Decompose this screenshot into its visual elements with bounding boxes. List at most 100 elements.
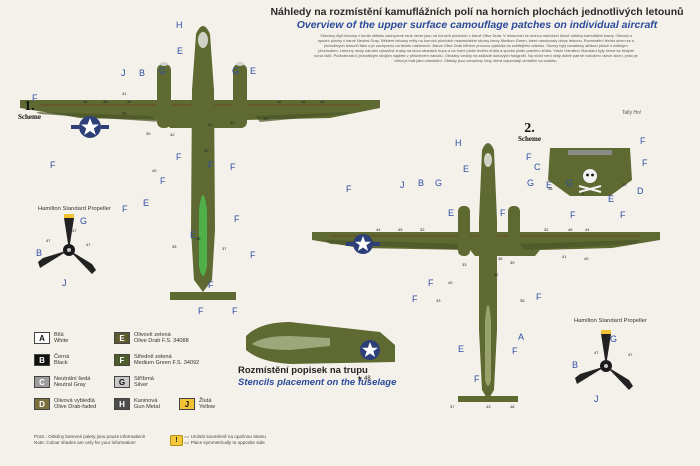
legend-swatch-f: F	[114, 354, 130, 366]
stencil-caption-cz: Rozmístění popisek na trupu	[238, 365, 368, 376]
aircraft1-stencil-6: 41	[122, 91, 127, 96]
aircraft2-stencil-16: 43	[486, 404, 491, 409]
aircraft1-callout-1: E	[177, 46, 183, 56]
aircraft1-callout-0: H	[176, 20, 183, 30]
aircraft2-callout-13: F	[412, 294, 418, 304]
prop2-callout-0: G	[610, 334, 617, 344]
scheme-1-word: Scheme	[18, 113, 41, 121]
aircraft2-callout-7: F	[346, 184, 352, 194]
aircraft1-stencil-13: 41	[208, 122, 213, 127]
aircraft1-callout-11: F	[122, 204, 128, 214]
side_view-callout-1: C	[534, 162, 541, 172]
aircraft-2-top-view	[312, 143, 660, 402]
aircraft2-callout-9: F	[570, 210, 576, 220]
aircraft1-callout-2: J	[121, 68, 126, 78]
aircraft1-stencil-1: 45	[103, 99, 108, 104]
scheme-1-number: 1.	[24, 99, 35, 114]
aircraft2-callout-12: E	[448, 208, 454, 218]
aircraft1-stencil-16: 37	[222, 246, 227, 251]
aircraft1-callout-18: F	[208, 280, 214, 290]
legend-label-cz-a: Bílá	[54, 332, 64, 338]
aircraft2-stencil-5: 44	[585, 227, 590, 232]
footnote-cz: Pozn.: Odstíny barevné palety jsou pouze…	[34, 434, 146, 439]
legend-label-en-d: Olive Drab-faded	[54, 404, 97, 411]
footnote-en: Note: Colour shades are only for your in…	[34, 440, 136, 445]
aircraft1-stencil-8: 40	[152, 168, 157, 173]
symmetry-note: == Umístit souměrně na opačnou stranu ==…	[184, 434, 266, 446]
aircraft1-callout-19: F	[198, 306, 204, 316]
aircraft2-callout-15: F	[536, 292, 542, 302]
aircraft2-stencil-10: 35	[520, 298, 525, 303]
side_view-stencil-2: 23	[622, 182, 627, 187]
side_view-stencil-1: 4	[582, 191, 585, 196]
prop2-stencil-0: 47	[594, 350, 599, 355]
aircraft1-stencil-4: 46	[301, 99, 306, 104]
prop1-callout-0: G	[80, 216, 87, 226]
signature: Tally Ho!	[622, 110, 642, 116]
propeller-2-title: Hamilton Standard Propeller	[574, 318, 647, 324]
aircraft1-callout-14: F	[230, 162, 236, 172]
legend-label-en-h: Gun Metal	[134, 404, 160, 411]
aircraft2-stencil-7: 40	[448, 280, 453, 285]
aircraft1-stencil-9: 42	[170, 132, 175, 137]
legend-swatch-c: C	[34, 376, 50, 388]
legend-swatch-b: B	[34, 354, 50, 366]
aircraft2-callout-16: A	[518, 332, 524, 342]
side_view-callout-0: F	[640, 136, 646, 146]
aircraft2-stencil-13: 40	[584, 256, 589, 261]
propeller-1-title: Hamilton Standard Propeller	[38, 206, 111, 212]
aircraft2-stencil-6: 33	[462, 262, 467, 267]
legend-swatch-g: G	[114, 376, 130, 388]
warning-icon: !	[170, 435, 183, 446]
aircraft1-callout-15: F	[234, 214, 240, 224]
aircraft1-stencil-0: 44	[83, 99, 88, 104]
prop1-callout-2: J	[62, 278, 67, 288]
aircraft2-callout-4: G	[435, 178, 442, 188]
prop1-callout-1: B	[36, 248, 42, 258]
aircraft1-stencil-10: 39	[146, 131, 151, 136]
aircraft1-stencil-17: 43	[204, 148, 209, 153]
legend-label-cz-b: Černá	[54, 354, 70, 360]
symmetry-note-cz: == Umístit souměrně na opačnou stranu	[184, 434, 266, 439]
nose-art-view	[548, 148, 632, 196]
side_view-callout-5: F	[642, 158, 648, 168]
aircraft2-callout-2: J	[400, 180, 405, 190]
aircraft1-stencil-15: 43	[263, 116, 268, 121]
legend-label-cz-h: Kaninová	[134, 398, 158, 404]
aircraft1-callout-12: E	[143, 198, 149, 208]
aircraft2-stencil-2: 32	[420, 227, 425, 232]
aircraft2-stencil-1: 45	[398, 227, 403, 232]
prop1-stencil-1: 47	[46, 238, 51, 243]
aircraft2-callout-11: F	[500, 208, 506, 218]
aircraft2-stencil-17: 48	[510, 404, 515, 409]
aircraft1-callout-4: G	[159, 66, 166, 76]
symmetry-note-en: == Place symmetrically to opposite side	[184, 440, 265, 445]
fuselage-stencil-48: ★ 48	[357, 375, 371, 382]
aircraft1-stencil-3: 32	[277, 99, 282, 104]
aircraft2-callout-19: F	[474, 374, 480, 384]
page-title-en: Overview of the upper surface camouflage…	[296, 19, 658, 31]
scheme-1-label: 1. Scheme	[18, 99, 41, 122]
prop2-stencil-2: 47	[624, 380, 629, 385]
legend-label-en-e: Olive Drab F.S. 34088	[134, 338, 189, 345]
legend-label-en-f: Medium Green F.S. 34092	[134, 360, 200, 367]
intro-paragraph: Všechny čtyři letouny v tomto obtisku za…	[314, 33, 638, 64]
legend-label-cz-e: Olivově zelená	[134, 332, 171, 338]
legend-swatch-d: D	[34, 398, 50, 410]
aircraft1-callout-16: E	[190, 230, 196, 240]
legend-swatch-h: H	[114, 398, 130, 410]
side_view-callout-2: G	[566, 178, 573, 188]
aircraft2-callout-18: F	[512, 346, 518, 356]
propeller-1	[38, 214, 96, 274]
aircraft1-callout-20: F	[232, 306, 238, 316]
prop2-callout-2: J	[594, 394, 599, 404]
stencil-caption-en: Stencils placement on the fuselage	[238, 377, 397, 388]
prop1-stencil-2: 47	[86, 242, 91, 247]
